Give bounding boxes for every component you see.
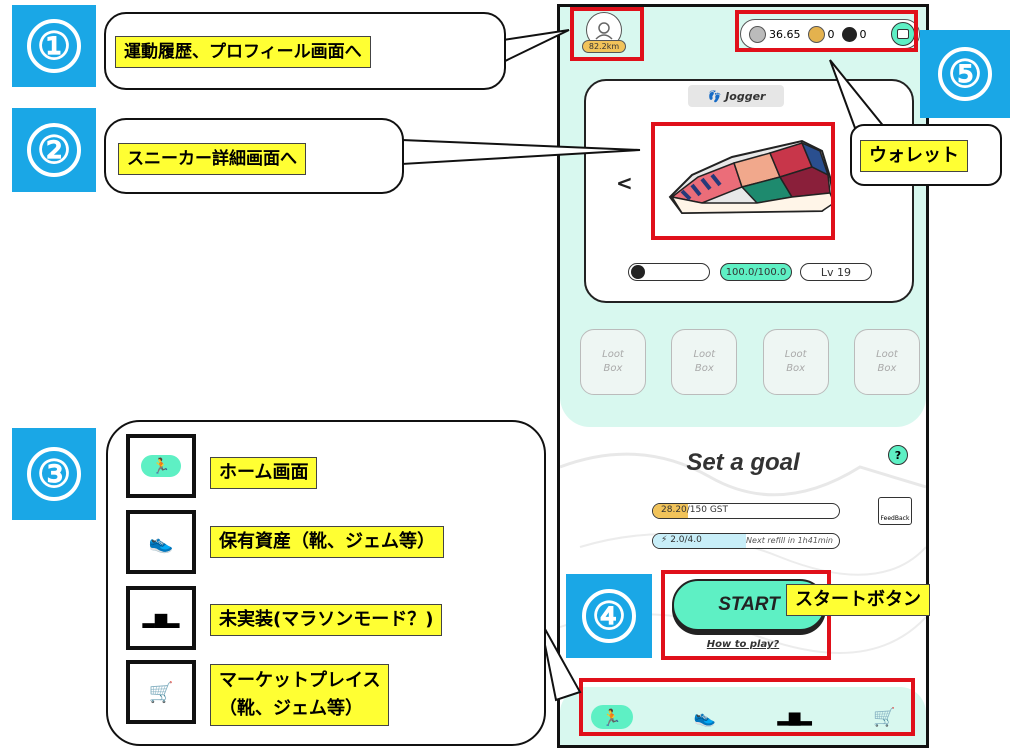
- podium-icon: ▂▆▂: [777, 708, 812, 726]
- legend-assets-icon: 👟: [126, 510, 196, 574]
- gst-icon: [807, 25, 825, 43]
- legend-market-label: マーケットプレイス （靴、ジェム等）: [210, 664, 390, 726]
- goal-title: Set a goal: [686, 449, 800, 476]
- gst-balance: 0: [827, 27, 835, 41]
- sol-icon: [841, 26, 857, 42]
- nav-assets[interactable]: 👟: [694, 707, 716, 728]
- badge-3: ③: [12, 428, 96, 520]
- running-icon: 🏃: [601, 707, 622, 727]
- legend-marathon-label: 未実装(マラソンモード？): [210, 604, 443, 636]
- gst-progress-bar: 28.20/150 GST: [652, 503, 840, 519]
- energy-bar: ⚡ 2.0/4.0 Next refill in 1h41min: [652, 533, 840, 549]
- nav-market[interactable]: 🛒: [873, 707, 895, 728]
- gst-progress-text: 28.20/150 GST: [661, 505, 729, 515]
- wallet-icon[interactable]: [891, 22, 915, 46]
- feedback-button[interactable]: FeedBack: [878, 497, 912, 525]
- highlight-nav: [579, 678, 915, 736]
- legend-marathon-icon: ▂▆▂: [126, 586, 196, 650]
- highlight-profile: [570, 7, 644, 61]
- sneaker-gem-slot[interactable]: [628, 263, 710, 281]
- badge-4: ④: [566, 574, 652, 658]
- nav-home[interactable]: 🏃: [590, 705, 633, 729]
- highlight-wallet: [735, 10, 918, 52]
- highlight-sneaker: [651, 122, 835, 240]
- avatar-icon: [595, 22, 613, 40]
- running-icon: 🏃: [141, 455, 181, 477]
- gmt-balance: 36.65: [769, 27, 801, 41]
- sneaker-icon: [668, 139, 836, 215]
- badge-5: ⑤: [920, 30, 1010, 118]
- prev-sneaker-button[interactable]: <: [616, 171, 633, 195]
- legend-home-label: ホーム画面: [210, 457, 318, 489]
- sneaker-image[interactable]: [662, 127, 838, 231]
- cart-icon: 🛒: [148, 680, 174, 704]
- help-button[interactable]: ?: [888, 445, 908, 465]
- legend-assets-label: 保有資産（靴、ジェム等）: [210, 526, 444, 558]
- energy-fill: [653, 534, 746, 548]
- badge-1: ①: [12, 5, 96, 87]
- gst-progress-fill: [653, 504, 688, 518]
- gem-icon: [631, 265, 645, 279]
- gmt-icon: [749, 25, 766, 43]
- sneaker-icon: 👟: [148, 530, 174, 554]
- energy-text: ⚡ 2.0/4.0: [661, 535, 702, 545]
- sneaker-card: 👣 Jogger < 100.0/100.0 Lv 19: [584, 79, 914, 303]
- refill-text: Next refill in 1h41min: [746, 536, 833, 545]
- callout-2-label: スニーカー詳細画面へ: [118, 143, 306, 175]
- wallet-bar[interactable]: 36.65 0 0: [740, 19, 920, 49]
- cart-icon: 🛒: [872, 706, 896, 728]
- legend-home-icon: 🏃: [126, 434, 196, 498]
- sneaker-type-tab: 👣 Jogger: [688, 85, 784, 107]
- sneaker-nav-icon: 👟: [693, 706, 717, 728]
- callout-5-label: ウォレット: [860, 140, 968, 172]
- durability-pill: 100.0/100.0: [720, 263, 792, 281]
- footprint-icon: 👣: [706, 89, 721, 103]
- how-to-play-link[interactable]: How to play?: [706, 639, 780, 650]
- badge-2: ②: [12, 108, 96, 192]
- sneaker-type: Jogger: [725, 89, 766, 103]
- callout-4-label: スタートボタン: [786, 584, 930, 616]
- sol-balance: 0: [859, 27, 867, 41]
- nav-marathon[interactable]: ▂▆▂: [777, 708, 812, 726]
- legend-market-icon: 🛒: [126, 660, 196, 724]
- level-pill: Lv 19: [800, 263, 872, 281]
- feedback-label: FeedBack: [880, 515, 910, 522]
- podium-icon: ▂▆▂: [142, 608, 180, 628]
- distance-badge: 82.2km: [582, 40, 626, 53]
- callout-1-label: 運動履歴、プロフィール画面へ: [115, 36, 371, 68]
